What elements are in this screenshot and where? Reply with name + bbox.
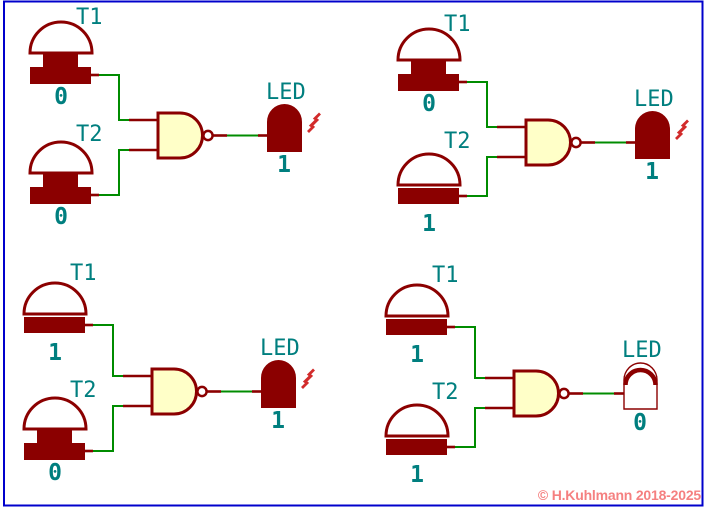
button-base: [398, 74, 459, 91]
push-button-t1[interactable]: [396, 27, 462, 91]
circuit-bottom-left: T1 1 T2 0 LED 1: [22, 261, 315, 486]
led-lit: [261, 360, 296, 408]
inverter-bubble: [558, 387, 570, 400]
t1-label: T1: [76, 5, 103, 30]
circuit-top-right: T1 0 T2 1 LED 1: [396, 12, 689, 237]
button-stem: [43, 172, 78, 188]
t2-label: T2: [432, 380, 459, 405]
button-base: [398, 188, 459, 204]
button-cap[interactable]: [28, 140, 94, 175]
button-stem: [43, 52, 78, 68]
button-cap[interactable]: [22, 396, 88, 431]
t2-wire: [467, 156, 497, 197]
nand-gate: [156, 111, 214, 160]
t1-label: T1: [444, 12, 471, 37]
button-cap[interactable]: [384, 403, 450, 438]
button-base: [386, 319, 447, 335]
nand-gate: [512, 369, 570, 418]
t1-wire: [93, 324, 123, 377]
led-label: LED: [266, 80, 306, 105]
circuit-bottom-right: T1 1 T2 1 LED 0: [384, 263, 662, 488]
button-cap[interactable]: [22, 281, 88, 316]
inverter-bubble: [196, 385, 208, 398]
t2-state: 0: [54, 204, 68, 230]
copyright-notice: © H.Kuhlmann 2018-2025: [538, 487, 702, 503]
led-lit: [267, 104, 302, 152]
push-button-t2[interactable]: [22, 396, 88, 460]
t1-wire: [455, 326, 485, 379]
inverter-bubble: [202, 129, 214, 142]
led-lit: [635, 111, 670, 159]
button-cap[interactable]: [396, 27, 462, 62]
nand-gate: [524, 118, 582, 167]
t2-wire: [93, 405, 123, 452]
led-state: 1: [645, 159, 659, 185]
t2-wire: [455, 407, 485, 448]
led-label: LED: [634, 87, 674, 112]
t1-state: 0: [54, 84, 68, 110]
led-unlit: [623, 362, 658, 410]
t1-state: 0: [422, 91, 436, 117]
nand-gate: [150, 367, 208, 416]
t2-state: 0: [48, 460, 62, 486]
button-base: [30, 187, 91, 204]
t1-wire: [467, 81, 497, 128]
push-button-t1-pressed[interactable]: [22, 281, 88, 333]
t1-wire: [99, 74, 129, 121]
t1-label: T1: [432, 263, 459, 288]
button-cap[interactable]: [28, 20, 94, 55]
page-border: [3, 0, 704, 507]
t2-state: 1: [410, 462, 424, 488]
spark-icon: [301, 368, 315, 389]
t2-label: T2: [76, 122, 103, 147]
push-button-t2[interactable]: [28, 140, 94, 204]
button-stem: [411, 59, 446, 75]
t2-label: T2: [444, 129, 471, 154]
button-base: [30, 67, 91, 84]
button-base: [386, 439, 447, 455]
push-button-t2-pressed[interactable]: [384, 403, 450, 455]
t2-state: 1: [422, 211, 436, 237]
push-button-t2-pressed[interactable]: [396, 152, 462, 204]
circuit-top-left: T1 0 T2 0 LED 1: [28, 5, 321, 230]
button-base: [24, 443, 85, 460]
button-cap[interactable]: [396, 152, 462, 187]
t1-label: T1: [70, 261, 97, 286]
button-base: [24, 317, 85, 333]
spark-icon: [675, 119, 689, 140]
button-stem: [37, 428, 72, 444]
push-button-t1[interactable]: [28, 20, 94, 84]
led-label: LED: [622, 338, 662, 363]
led-state: 1: [271, 408, 285, 434]
push-button-t1-pressed[interactable]: [384, 283, 450, 335]
led-state: 0: [633, 410, 647, 436]
button-cap[interactable]: [384, 283, 450, 318]
inverter-bubble: [570, 136, 582, 149]
t1-state: 1: [410, 342, 424, 368]
t2-wire: [99, 149, 129, 196]
led-label: LED: [260, 336, 300, 361]
spark-icon: [307, 112, 321, 133]
t2-label: T2: [70, 378, 97, 403]
t1-state: 1: [48, 340, 62, 366]
led-state: 1: [277, 152, 291, 178]
